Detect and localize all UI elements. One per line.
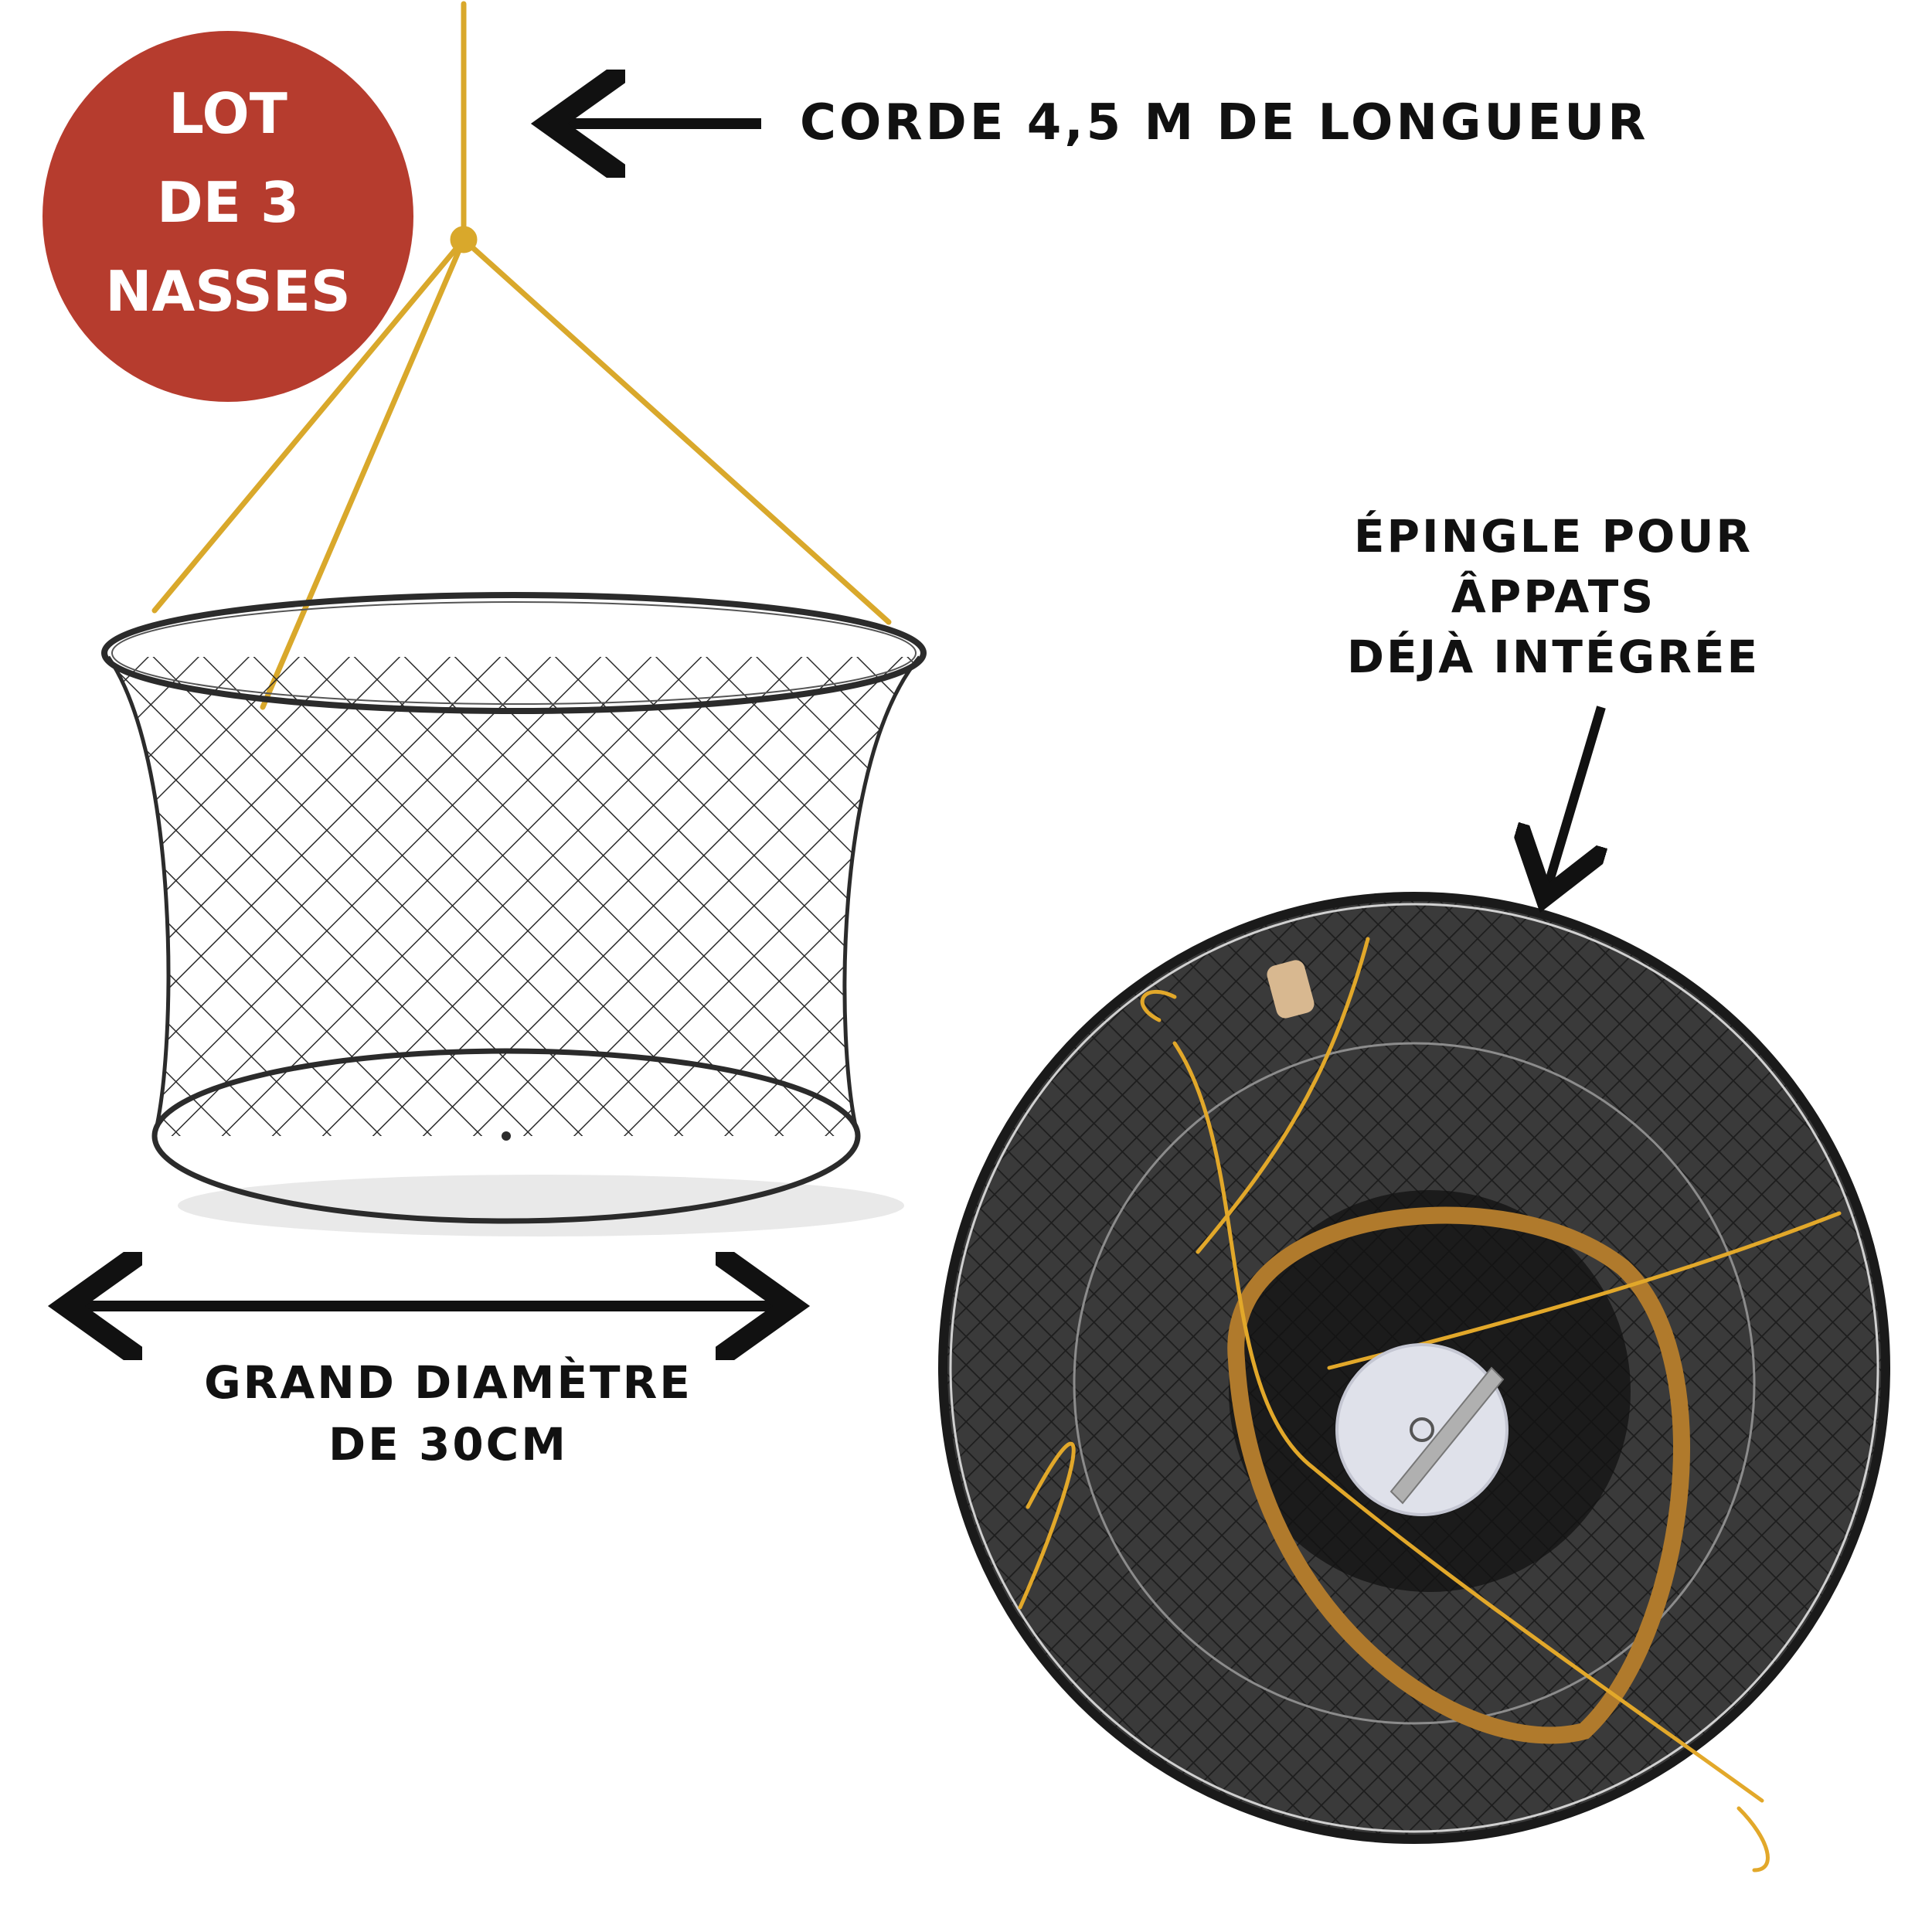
trap-mesh <box>108 657 920 1136</box>
cords <box>1018 937 1842 1872</box>
bait-pin-disc <box>1335 1343 1509 1516</box>
diameter-label-line1: GRAND DIAMÈTRE <box>204 1356 692 1409</box>
round-trap <box>938 892 1890 1872</box>
funnel-ring <box>1227 1206 1691 1744</box>
round-trap-mesh <box>943 896 1886 1839</box>
rope-label: CORDE 4,5 M DE LONGUEUR <box>800 94 1649 151</box>
safety-pin-icon <box>1389 1366 1505 1505</box>
pin-label-line3: DÉJÀ INTÉGRÉE <box>1346 631 1760 683</box>
trap-top-ring <box>101 592 927 714</box>
float <box>1267 960 1315 1019</box>
badge: LOT DE 3 NASSES <box>43 31 413 402</box>
round-trap-base <box>943 896 1886 1839</box>
trap-side-right <box>842 655 921 1137</box>
badge-line-2: DE 3 <box>156 170 300 235</box>
trap-bottom-ring <box>151 1048 861 1224</box>
pin-label-line2: ÂPPATS <box>1451 570 1656 623</box>
badge-line-1: LOT <box>168 81 287 146</box>
trap-side-left <box>106 655 171 1137</box>
badge-line-3: NASSES <box>105 259 351 324</box>
pin-arrow <box>1547 706 1601 889</box>
diameter-label-line2: DE 30CM <box>328 1418 568 1471</box>
funnel <box>1229 1190 1631 1592</box>
pin-label-line1: ÉPINGLE POUR <box>1353 510 1753 563</box>
trap-shadow <box>178 1175 904 1236</box>
